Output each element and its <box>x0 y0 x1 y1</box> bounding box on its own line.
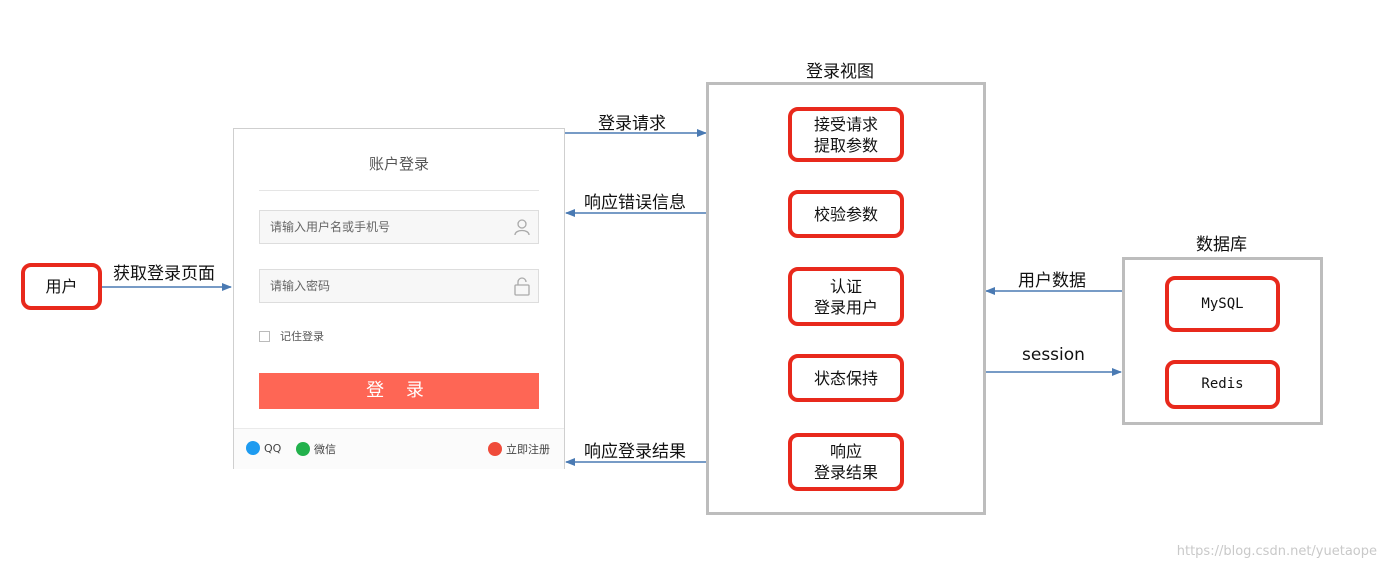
wechat-login[interactable]: 微信 <box>296 441 336 457</box>
database-title: 数据库 <box>1196 235 1247 255</box>
wechat-label: 微信 <box>314 443 336 456</box>
register-icon <box>488 442 502 456</box>
login-button[interactable]: 登 录 <box>259 373 539 409</box>
remember-label: 记住登录 <box>280 330 324 343</box>
step-receive-request: 接受请求 提取参数 <box>788 107 904 162</box>
label-user-data: 用户数据 <box>1018 271 1086 291</box>
remember-login[interactable]: 记住登录 <box>259 328 324 344</box>
login-card-title: 账户登录 <box>368 155 429 173</box>
username-input[interactable]: 请输入用户名或手机号 <box>259 210 539 244</box>
divider <box>259 190 539 191</box>
lock-icon <box>514 277 530 296</box>
card-footer: QQ 微信 立即注册 <box>234 428 564 469</box>
step-validate-params: 校验参数 <box>788 190 904 238</box>
watermark: https://blog.csdn.net/yuetaope <box>1176 544 1377 559</box>
step-keep-state: 状态保持 <box>788 354 904 402</box>
redis-store: Redis <box>1165 360 1280 409</box>
qq-icon <box>246 441 260 455</box>
label-session: session <box>1022 345 1085 365</box>
label-login-result: 响应登录结果 <box>584 442 686 462</box>
remember-checkbox[interactable] <box>259 330 270 342</box>
qq-login[interactable]: QQ <box>246 441 281 455</box>
user-node: 用户 <box>21 263 102 310</box>
step-respond-result: 响应 登录结果 <box>788 433 904 491</box>
login-view-title: 登录视图 <box>806 62 874 82</box>
password-placeholder: 请输入密码 <box>270 279 331 293</box>
label-error-response: 响应错误信息 <box>584 193 686 213</box>
step-authenticate: 认证 登录用户 <box>788 267 904 326</box>
login-card: 账户登录 请输入用户名或手机号 请输入密码 记住登录 登 录 QQ 微信 立即注… <box>233 128 565 469</box>
register-link[interactable]: 立即注册 <box>488 441 550 457</box>
label-login-request: 登录请求 <box>598 114 666 134</box>
username-placeholder: 请输入用户名或手机号 <box>270 220 391 234</box>
user-icon <box>514 219 530 236</box>
qq-label: QQ <box>264 441 282 455</box>
password-input[interactable]: 请输入密码 <box>259 269 539 303</box>
wechat-icon <box>296 442 310 456</box>
mysql-store: MySQL <box>1165 276 1280 332</box>
label-get-login-page: 获取登录页面 <box>113 264 215 284</box>
register-label: 立即注册 <box>506 443 550 456</box>
